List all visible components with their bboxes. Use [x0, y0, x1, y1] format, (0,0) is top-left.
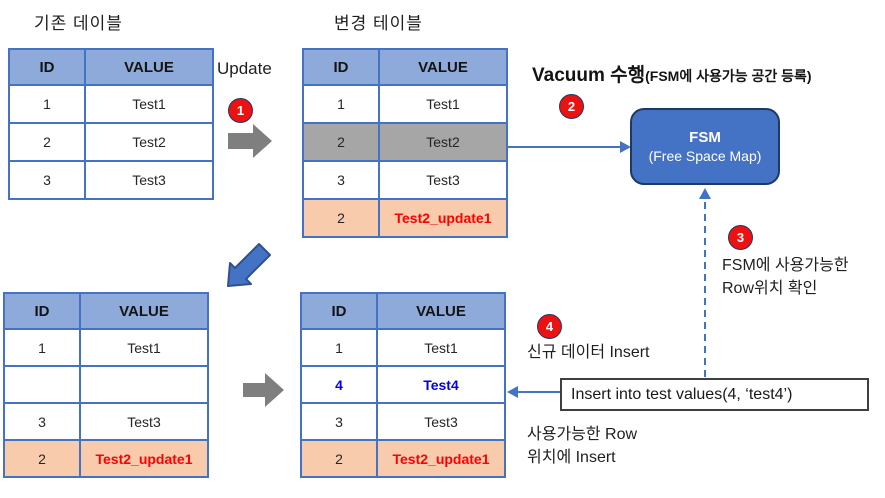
- cell-id: 2: [302, 198, 380, 238]
- cell-id: 3: [8, 160, 86, 200]
- table-row: 3 Test3: [302, 160, 508, 200]
- insert-sql-text: Insert into test values(4, ‘test4’): [571, 385, 793, 403]
- inserted-table: ID VALUE 1 Test1 4 Test4 3 Test3 2 Test2…: [300, 292, 506, 478]
- cell-value: Test1: [79, 328, 209, 367]
- table-row-free: [3, 365, 209, 404]
- table-row-new: 4 Test4: [300, 365, 506, 404]
- table-row: 1 Test1: [300, 328, 506, 367]
- table-row-updated: 2 Test2_update1: [300, 439, 506, 478]
- step-badge-1: 1: [228, 98, 253, 123]
- cell-id: 3: [300, 402, 378, 441]
- update-arrow-icon: [228, 124, 272, 158]
- cell-value: Test2_update1: [376, 439, 506, 478]
- step-badge-3: 3: [728, 225, 753, 250]
- row-position-insert-line2: 위치에 Insert: [527, 449, 616, 466]
- new-data-insert-note: 신규 데이터 Insert: [527, 344, 650, 361]
- cell-value: Test2_update1: [378, 198, 508, 238]
- table-row: 2 Test2: [8, 122, 214, 162]
- vacuum-flow-arrow-icon: [227, 243, 271, 287]
- cell-value: Test1: [376, 328, 506, 367]
- table-header-row: ID VALUE: [8, 48, 214, 86]
- vacuumed-table: ID VALUE 1 Test1 3 Test3 2 Test2_update1: [3, 292, 209, 478]
- vacuum-heading-main: Vacuum 수행: [532, 65, 646, 86]
- insert-flow-arrow-icon: [243, 373, 284, 407]
- table-row: 3 Test3: [8, 160, 214, 200]
- cell-id: 2: [300, 439, 378, 478]
- table-row: 3 Test3: [3, 402, 209, 441]
- cell-id: 2: [8, 122, 86, 162]
- fsm-check-note: FSM에 사용가능한 Row위치 확인: [722, 254, 849, 300]
- cell-value: Test3: [376, 402, 506, 441]
- table-row-updated: 2 Test2_update1: [302, 198, 508, 238]
- existing-table-title: 기존 데이블: [34, 14, 123, 33]
- cell-id: 1: [302, 84, 380, 124]
- col-header-value: VALUE: [84, 48, 214, 86]
- cell-id: [3, 365, 81, 404]
- fsm-box: FSM (Free Space Map): [630, 108, 780, 185]
- cell-value: Test1: [378, 84, 508, 124]
- table-header-row: ID VALUE: [302, 48, 508, 86]
- fsm-subtitle: (Free Space Map): [648, 147, 762, 164]
- vacuum-heading-sub: (FSM에 사용가능 공간 등록): [645, 68, 812, 84]
- row-position-insert-note: 사용가능한 Row 위치에 Insert: [527, 423, 637, 469]
- cell-value: Test3: [84, 160, 214, 200]
- step-badge-4: 4: [537, 314, 562, 339]
- vacuum-heading: Vacuum 수행(FSM에 사용가능 공간 등록): [532, 60, 812, 87]
- table-row: 1 Test1: [302, 84, 508, 124]
- cell-id: 3: [3, 402, 81, 441]
- cell-value: Test2_update1: [79, 439, 209, 478]
- cell-id: 1: [300, 328, 378, 367]
- fsm-check-note-line2: Row위치 확인: [722, 280, 818, 297]
- step-badge-2: 2: [559, 94, 584, 119]
- fsm-check-note-line1: FSM에 사용가능한: [722, 257, 849, 274]
- cell-id: 3: [302, 160, 380, 200]
- fsm-title: FSM: [689, 128, 721, 146]
- row-position-insert-line1: 사용가능한 Row: [527, 426, 638, 443]
- cell-value: Test1: [84, 84, 214, 124]
- update-label: Update: [217, 59, 272, 78]
- col-header-value: VALUE: [378, 48, 508, 86]
- cell-value: Test4: [376, 365, 506, 404]
- cell-id: 1: [3, 328, 81, 367]
- insert-sql-box: Insert into test values(4, ‘test4’): [560, 378, 869, 411]
- table-row-updated: 2 Test2_update1: [3, 439, 209, 478]
- table-header-row: ID VALUE: [300, 292, 506, 330]
- col-header-id: ID: [3, 292, 81, 330]
- cell-value: Test2: [84, 122, 214, 162]
- col-header-id: ID: [300, 292, 378, 330]
- table-row: 1 Test1: [3, 328, 209, 367]
- cell-value: Test3: [378, 160, 508, 200]
- existing-table: ID VALUE 1 Test1 2 Test2 3 Test3: [8, 48, 214, 200]
- cell-id: 4: [300, 365, 378, 404]
- sql-to-row-arrowhead-icon: [507, 386, 518, 398]
- cell-id: 2: [302, 122, 380, 162]
- cell-id: 1: [8, 84, 86, 124]
- table-row-dead: 2 Test2: [302, 122, 508, 162]
- table-row: 3 Test3: [300, 402, 506, 441]
- cell-value: Test2: [378, 122, 508, 162]
- cell-value: Test3: [79, 402, 209, 441]
- col-header-value: VALUE: [79, 292, 209, 330]
- table-header-row: ID VALUE: [3, 292, 209, 330]
- changed-table-title: 변경 테이블: [334, 14, 423, 33]
- table-row: 1 Test1: [8, 84, 214, 124]
- cell-value: [79, 365, 209, 404]
- col-header-id: ID: [8, 48, 86, 86]
- fsm-lookup-arrowhead-icon: [699, 188, 711, 199]
- cell-id: 2: [3, 439, 81, 478]
- changed-table: ID VALUE 1 Test1 2 Test2 3 Test3 2 Test2…: [302, 48, 508, 238]
- col-header-value: VALUE: [376, 292, 506, 330]
- col-header-id: ID: [302, 48, 380, 86]
